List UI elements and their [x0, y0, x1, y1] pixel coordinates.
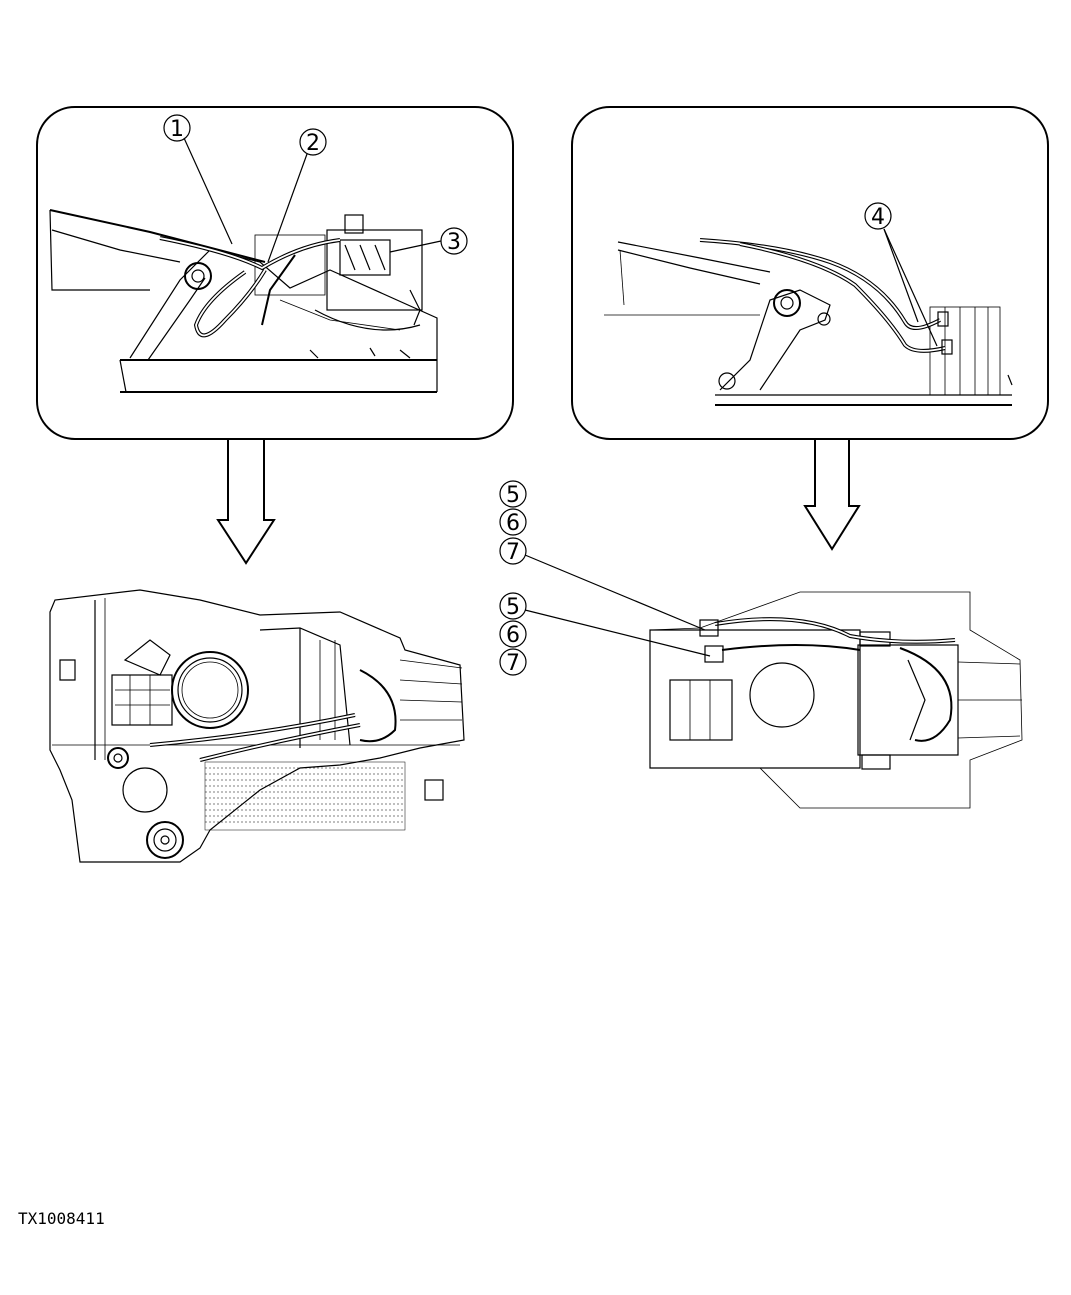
svg-text:6: 6: [506, 511, 520, 536]
plan-view-right: [649, 591, 1023, 809]
left-detail-machine: [49, 209, 438, 393]
callout-3: 3: [389, 227, 468, 255]
svg-text:1: 1: [170, 117, 184, 142]
plan-view-left: [49, 589, 465, 863]
swing-bearing: [171, 651, 249, 729]
valve-cluster: [107, 639, 173, 769]
callout-2: 2: [267, 128, 327, 263]
svg-text:5: 5: [506, 595, 520, 620]
detail-panel-left: 1 2 3: [36, 106, 514, 565]
svg-text:3: 3: [447, 230, 461, 255]
callout-group-upper: 5 6 7: [499, 480, 706, 631]
grating: [204, 761, 406, 831]
callout-group-lower: 5 6 7: [499, 592, 711, 676]
svg-text:6: 6: [506, 623, 520, 648]
svg-text:2: 2: [306, 131, 320, 156]
callout-4: 4: [864, 202, 938, 347]
svg-text:7: 7: [506, 540, 520, 565]
right-detail-machine: [604, 238, 1013, 406]
svg-text:5: 5: [506, 483, 520, 508]
svg-text:7: 7: [506, 651, 520, 676]
figure-id: TX1008411: [18, 1209, 105, 1228]
detail-panel-right: 4: [571, 106, 1049, 551]
svg-text:4: 4: [871, 205, 885, 230]
callout-1: 1: [163, 114, 233, 245]
